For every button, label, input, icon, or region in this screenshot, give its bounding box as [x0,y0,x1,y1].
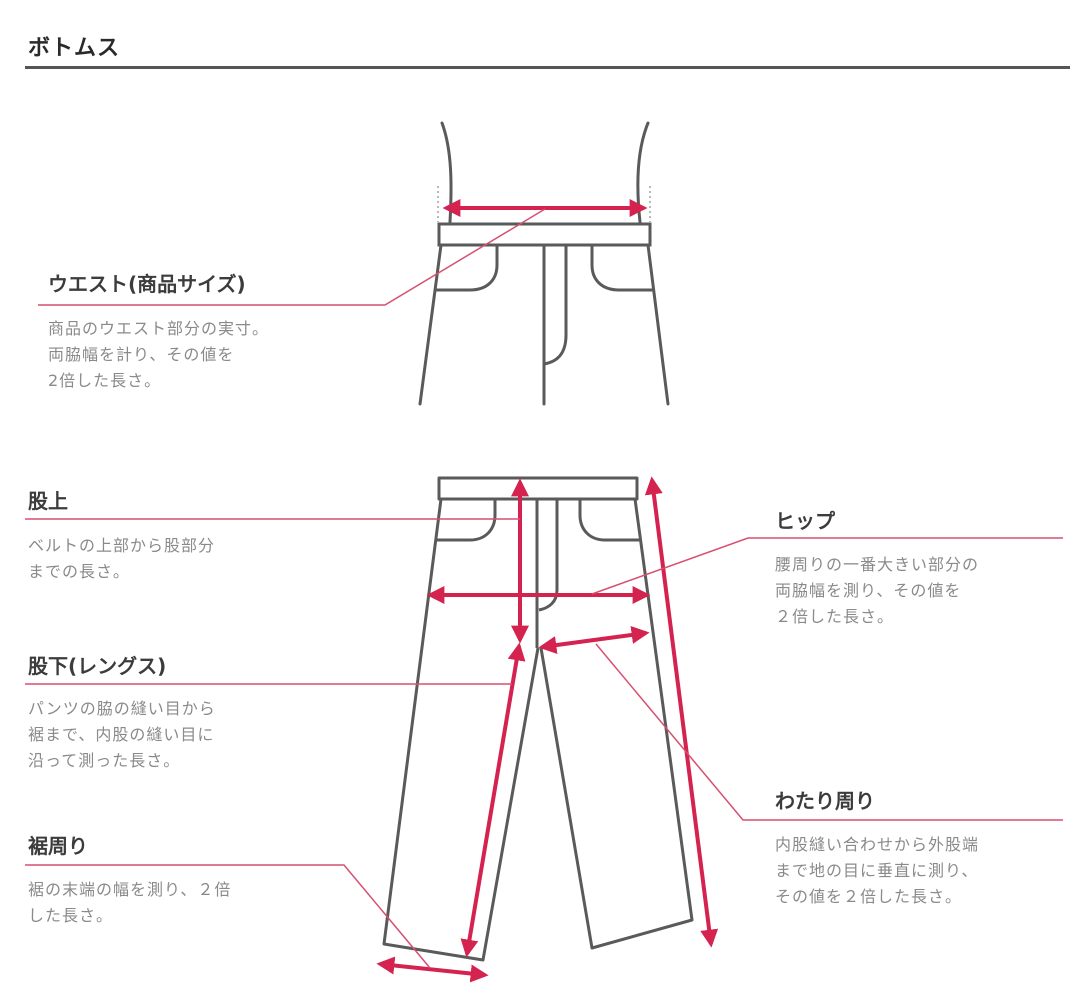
waist-label: ウエスト(商品サイズ) [48,272,246,296]
rise-desc-line: ベルトの上部から股部分 [28,536,216,555]
hem-desc-line: した長さ。 [28,906,114,925]
thigh-leader-line [595,643,1063,821]
waist-closeup-illustration [418,121,670,406]
hip-leader-line [591,537,1063,595]
thigh-desc-line: まで地の目に垂直に測り、 [775,861,979,880]
hem-arrow [376,956,489,983]
inseam-desc-line: パンツの脇の縫い目から [28,699,216,718]
rise-description: ベルトの上部から股部分 までの長さ。 [28,533,215,585]
waist-side-dotted-guides [437,186,651,222]
hip-desc-line: ２倍した長さ。 [775,607,895,626]
rise-desc-line: までの長さ。 [28,562,131,581]
waist-desc-line: 両脇幅を計り、その値を [48,345,235,364]
thigh-desc-line: その値を２倍した長さ。 [775,887,963,906]
rise-label: 股上 [28,489,68,513]
hip-description: 腰周りの一番大きい部分の 両脇幅を測り、その値を ２倍した長さ。 [775,552,979,630]
inseam-label: 股下(レングス) [28,654,167,678]
title-divider [25,66,1070,69]
waist-leader-line [38,208,546,306]
pants-illustration [382,476,694,962]
thigh-description: 内股縫い合わせから外股端 まで地の目に垂直に測り、 その値を２倍した長さ。 [775,832,979,910]
waist-desc-line: 商品のウエスト部分の実寸。 [48,319,270,338]
waist-desc-line: 2倍した長さ。 [48,371,162,390]
hip-desc-line: 腰周りの一番大きい部分の [775,555,980,574]
thigh-arrow [538,626,650,654]
hip-desc-line: 両脇幅を測り、その値を [775,581,962,600]
hem-description: 裾の末端の幅を測り、２倍 した長さ。 [28,877,231,929]
hem-desc-line: 裾の末端の幅を測り、２倍 [28,880,232,899]
waist-description: 商品のウエスト部分の実寸。 両脇幅を計り、その値を 2倍した長さ。 [48,316,269,394]
page-title: ボトムス [28,36,121,61]
thigh-label: わたり周り [775,789,875,813]
outseam-arrow [644,476,719,948]
hem-label: 裾周り [28,834,88,858]
inseam-desc-line: 裾まで、内股の縫い目に [28,725,215,744]
inseam-arrow [460,642,526,958]
inseam-description: パンツの脇の縫い目から 裾まで、内股の縫い目に 沿って測った長さ。 [28,696,216,774]
thigh-desc-line: 内股縫い合わせから外股端 [775,835,980,854]
inseam-desc-line: 沿って測った長さ。 [28,751,181,770]
hip-label: ヒップ [775,509,835,533]
hem-leader-line [25,864,431,969]
